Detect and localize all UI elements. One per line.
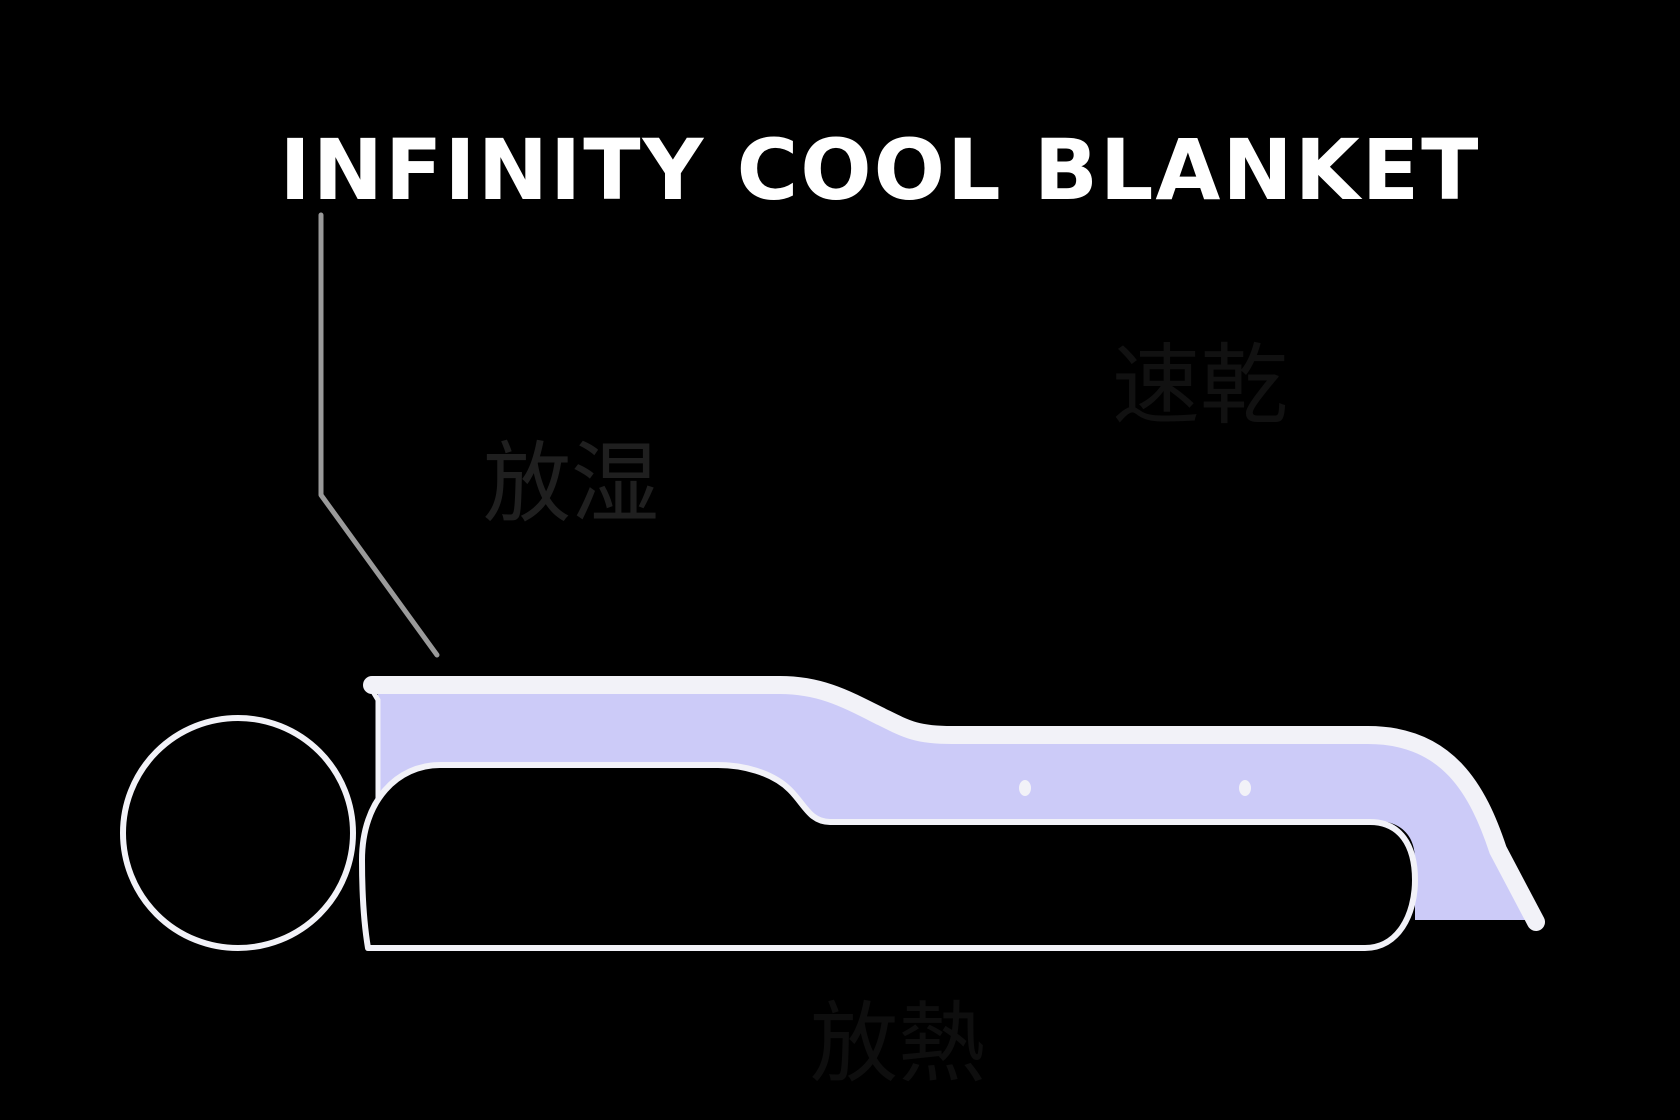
- label-quick-dry: 速乾: [1112, 334, 1289, 437]
- diagram-title: INFINITY COOL BLANKET: [279, 121, 1481, 219]
- head-icon: [120, 715, 356, 951]
- leader-line: [318, 212, 440, 658]
- blanket-left-edge: [369, 687, 381, 803]
- blanket-top-edge: [363, 676, 1545, 931]
- blanket-fill: [378, 690, 1532, 920]
- label-moisture-release: 放湿: [483, 432, 660, 535]
- body-outline: [359, 762, 1418, 951]
- blanket-dot-2: [1239, 780, 1251, 796]
- label-heat-release: 放熱: [810, 992, 987, 1095]
- blanket-dot-1: [1019, 780, 1031, 796]
